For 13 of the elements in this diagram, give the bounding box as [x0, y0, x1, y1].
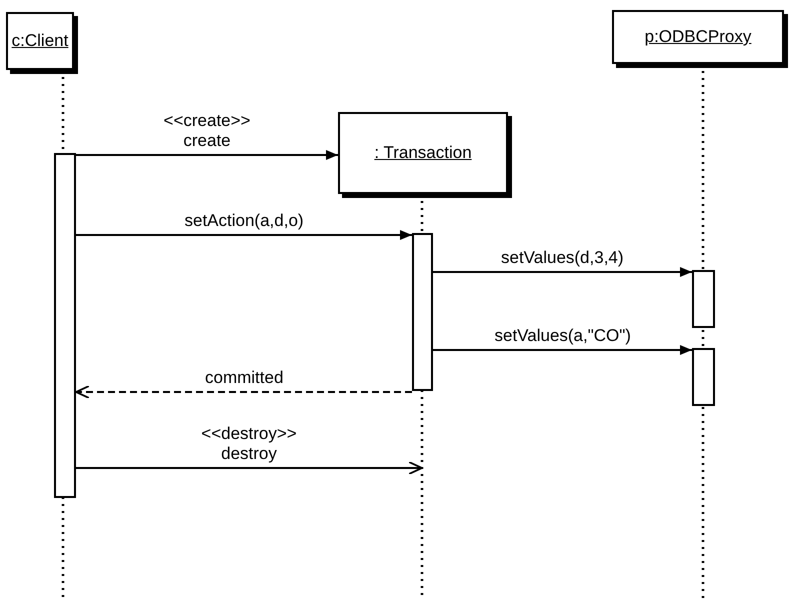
- message-arrow: [433, 345, 692, 355]
- activation-bar: [692, 270, 715, 328]
- return-message-arrow: [75, 385, 412, 399]
- message-arrow: [76, 150, 338, 160]
- object-name: c:Client: [12, 31, 68, 51]
- message-arrow: [433, 267, 692, 277]
- object-name: p:ODBCProxy: [644, 27, 752, 47]
- message-arrow: [76, 230, 412, 240]
- object-name: : Transaction: [374, 143, 472, 163]
- activation-bar: [54, 153, 76, 498]
- activation-bar: [412, 233, 433, 391]
- message-arrow: [76, 461, 423, 475]
- activation-bar: [692, 348, 715, 406]
